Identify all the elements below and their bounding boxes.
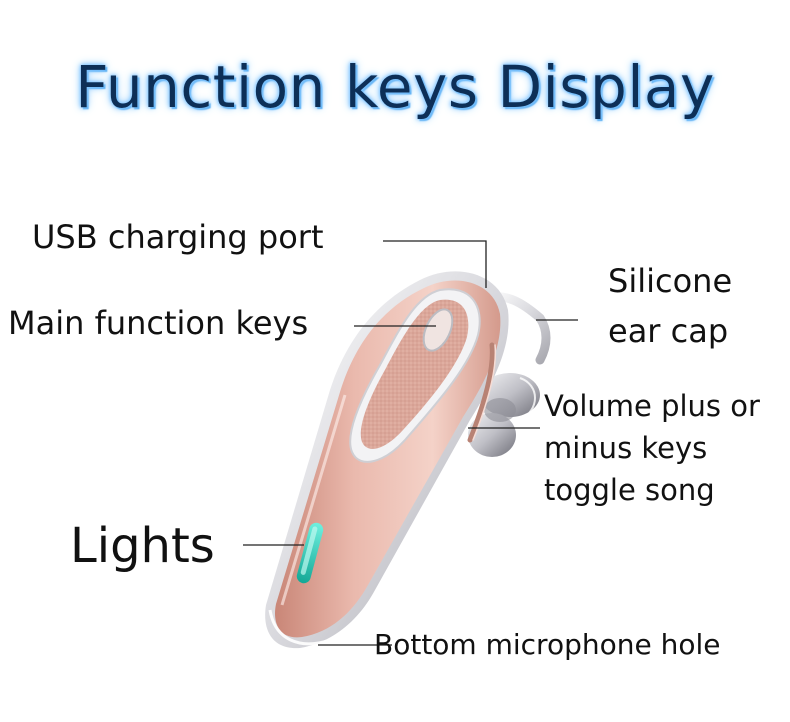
label-volume-keys: Volume plus or minus keys toggle song bbox=[544, 389, 760, 507]
main-key-indent bbox=[422, 308, 454, 352]
silicone-ear-cap bbox=[468, 373, 540, 457]
leader-usb-port bbox=[383, 240, 487, 288]
bottom-tip bbox=[268, 609, 331, 646]
label-lights: Lights bbox=[70, 518, 215, 574]
leader-lines bbox=[243, 240, 578, 646]
label-silicone-ear-cap: Silicone ear cap bbox=[608, 262, 733, 350]
label-main-function-keys: Main function keys bbox=[8, 304, 309, 342]
page-title: Function keys Display bbox=[75, 53, 715, 121]
volume-keys bbox=[467, 342, 495, 443]
label-bottom-microphone-hole: Bottom microphone hole bbox=[374, 628, 721, 661]
label-usb-charging-port: USB charging port bbox=[32, 218, 324, 256]
